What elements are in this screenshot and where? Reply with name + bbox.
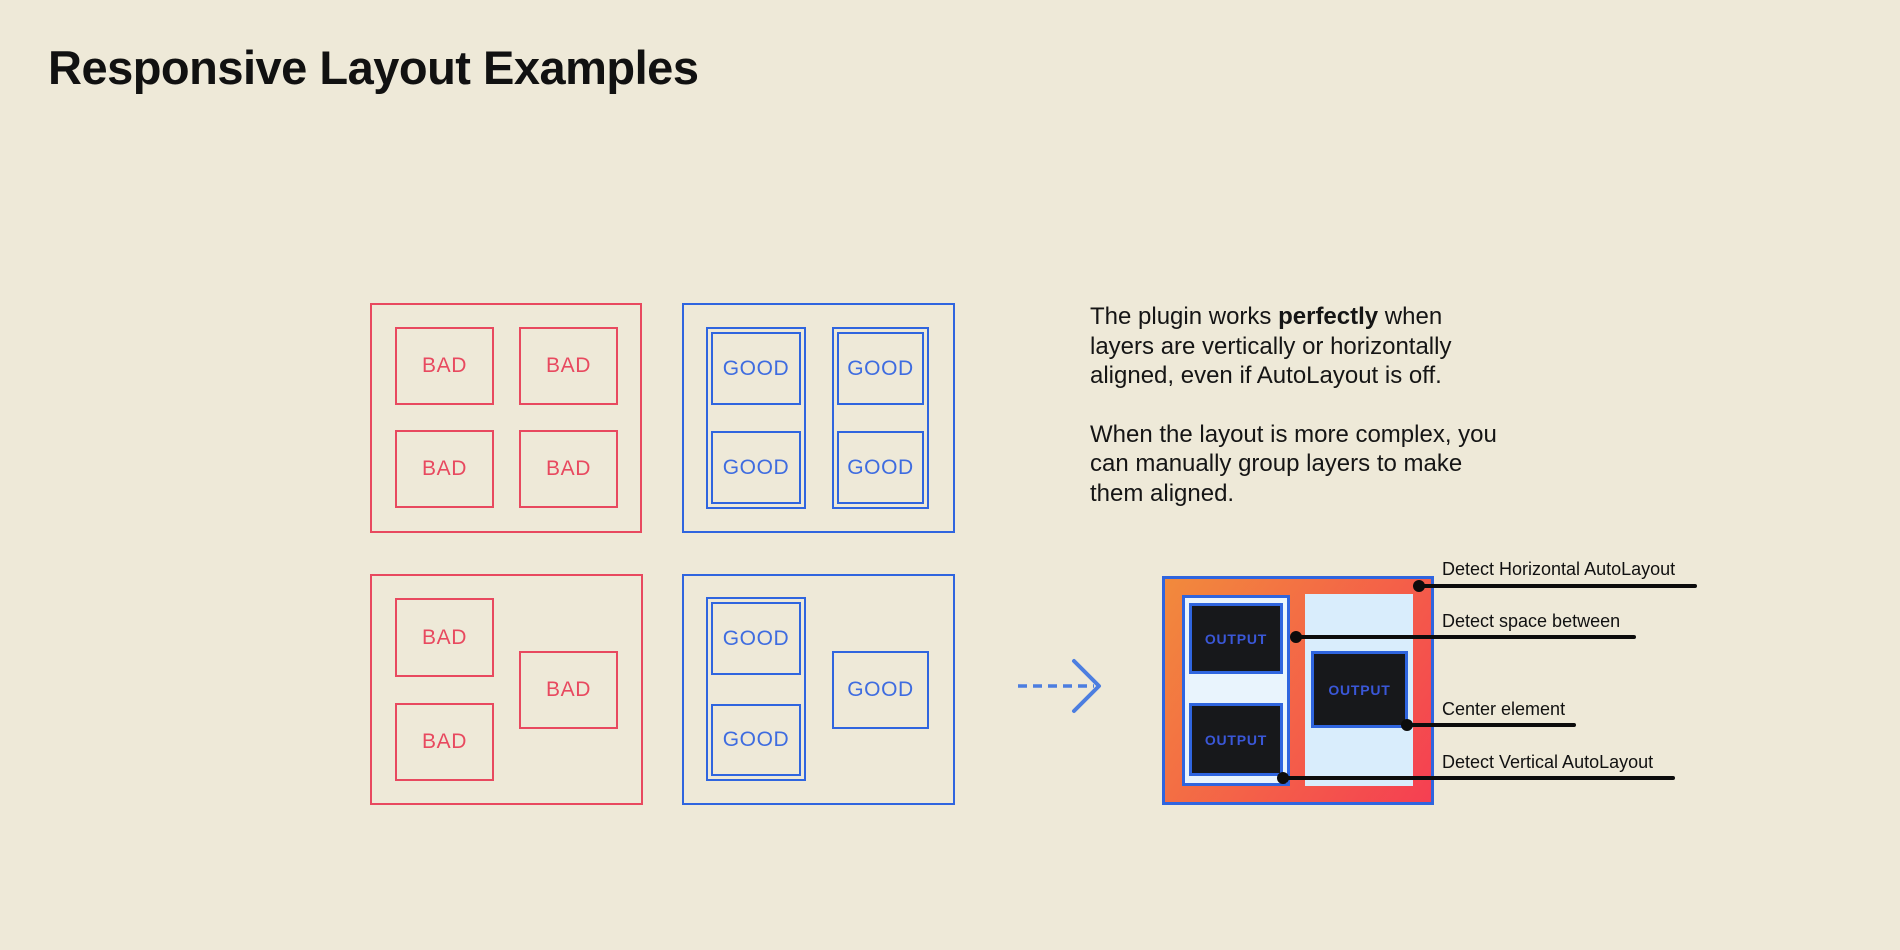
good-label: GOOD — [847, 678, 914, 701]
description-text: The plugin works perfectly when layers a… — [1090, 302, 1570, 508]
good-box: GOOD — [837, 332, 924, 405]
good-box: GOOD — [837, 431, 924, 504]
page-title: Responsive Layout Examples — [48, 41, 699, 94]
output-box-centered: OUTPUT — [1311, 651, 1408, 728]
annotation-line — [1296, 635, 1636, 639]
bad-label: BAD — [422, 625, 467, 649]
output-preview: OUTPUT OUTPUT OUTPUT — [1162, 576, 1434, 805]
bad-box: BAD — [395, 703, 494, 781]
bad-box: BAD — [395, 327, 494, 405]
good-box: GOOD — [711, 332, 801, 405]
good-aligned-example-frame: GOOD GOOD GOOD GOOD — [682, 303, 955, 533]
output-box: OUTPUT — [1189, 603, 1283, 674]
annotation-label: Detect Horizontal AutoLayout — [1442, 559, 1676, 579]
good-label: GOOD — [722, 356, 790, 380]
annotation-label: Detect Vertical AutoLayout — [1442, 752, 1654, 772]
layer-group: GOOD GOOD — [706, 597, 806, 781]
annotation-line — [1419, 584, 1697, 588]
good-grouped-example-frame: GOOD GOOD GOOD — [682, 574, 955, 805]
bad-box: BAD — [519, 651, 618, 729]
bad-aligned-example-frame: BAD BAD BAD BAD — [370, 303, 642, 533]
good-box: GOOD — [711, 602, 801, 675]
annotation-line — [1407, 723, 1576, 727]
bad-box: BAD — [519, 430, 618, 508]
bad-label: BAD — [546, 354, 591, 377]
bad-label: BAD — [422, 457, 467, 480]
bad-box: BAD — [519, 327, 618, 405]
bad-label: BAD — [422, 730, 467, 753]
good-label: GOOD — [722, 455, 790, 479]
bad-box: BAD — [395, 598, 494, 677]
good-label: GOOD — [847, 356, 914, 380]
description-paragraph-1: The plugin works perfectly when layers a… — [1090, 302, 1570, 391]
annotation-label: Center element — [1442, 699, 1566, 719]
description-paragraph-2: When the layout is more complex, you can… — [1090, 420, 1497, 507]
good-label: GOOD — [847, 455, 914, 479]
output-label: OUTPUT — [1204, 731, 1268, 748]
output-box: OUTPUT — [1189, 703, 1283, 776]
bad-box: BAD — [395, 430, 494, 508]
good-label: GOOD — [722, 626, 790, 650]
layer-group: GOOD GOOD — [832, 327, 929, 509]
annotation-label: Detect space between — [1442, 611, 1621, 631]
output-label: OUTPUT — [1204, 630, 1268, 647]
layer-group: GOOD GOOD — [706, 327, 806, 509]
bad-complex-example-frame: BAD BAD BAD — [370, 574, 643, 805]
good-box: GOOD — [832, 651, 929, 729]
annotation-line — [1283, 776, 1675, 780]
output-label: OUTPUT — [1328, 681, 1391, 698]
transform-arrow-icon — [1018, 659, 1101, 713]
output-vertical-group: OUTPUT OUTPUT — [1182, 595, 1290, 786]
description-text-run: The plugin works — [1090, 303, 1279, 330]
good-label: GOOD — [722, 728, 790, 751]
good-box: GOOD — [711, 431, 801, 504]
bad-label: BAD — [422, 354, 467, 377]
description-bold-run: perfectly — [1278, 303, 1379, 330]
description-text-run: when layers are vertically or horizontal… — [1090, 303, 1452, 389]
bad-label: BAD — [546, 457, 591, 480]
good-box: GOOD — [711, 704, 801, 776]
bad-label: BAD — [546, 678, 591, 701]
